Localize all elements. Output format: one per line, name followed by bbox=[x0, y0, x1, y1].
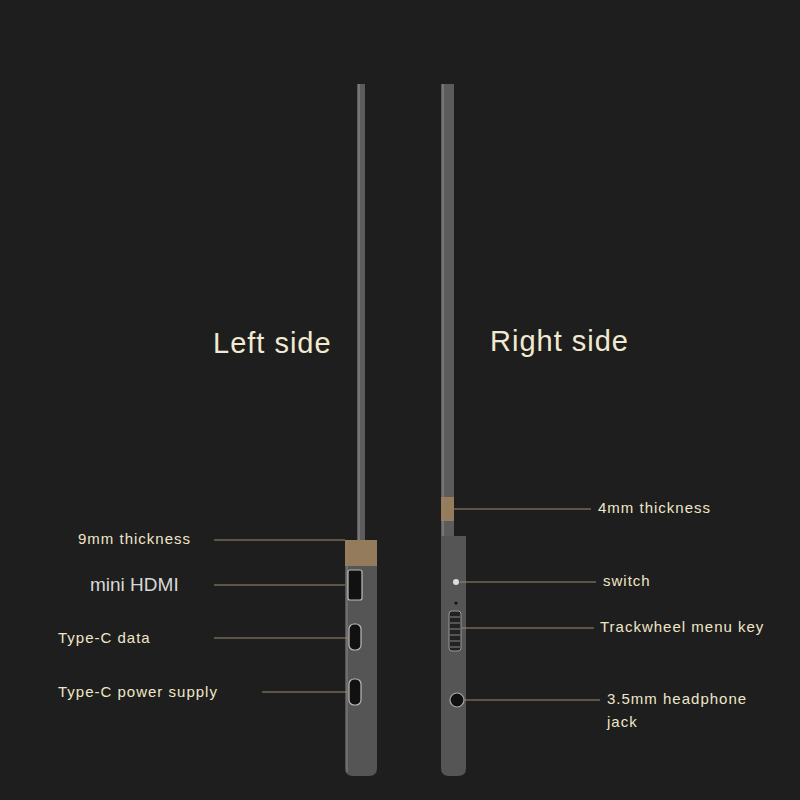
type-c-data-port bbox=[349, 624, 361, 650]
control-label: switch bbox=[603, 570, 651, 593]
trackwheel bbox=[449, 611, 461, 651]
dimension-label: 4mm thickness bbox=[598, 497, 711, 520]
switch-button bbox=[453, 579, 459, 585]
port-label: mini HDMI bbox=[90, 571, 179, 600]
dimension-label: 9mm thickness bbox=[78, 528, 191, 551]
thickness-highlight bbox=[441, 497, 454, 521]
indicator-led bbox=[454, 601, 457, 604]
leader-lines bbox=[214, 509, 600, 700]
right-side-profile bbox=[441, 84, 466, 776]
side-heading: Left side bbox=[213, 322, 332, 366]
mini-hdmi-port bbox=[348, 570, 362, 600]
type-c-power-port bbox=[349, 679, 361, 705]
thickness-highlight bbox=[345, 540, 377, 566]
trackwheel-ridges bbox=[450, 617, 460, 647]
headphone-jack bbox=[450, 693, 464, 707]
port-label: Type-C power supply bbox=[58, 681, 218, 704]
control-label: Trackwheel menu key bbox=[600, 616, 764, 639]
left-side-profile bbox=[345, 84, 377, 776]
port-label: 3.5mm headphone jack bbox=[607, 688, 772, 733]
port-label: Type-C data bbox=[58, 627, 151, 650]
side-heading: Right side bbox=[490, 320, 629, 364]
